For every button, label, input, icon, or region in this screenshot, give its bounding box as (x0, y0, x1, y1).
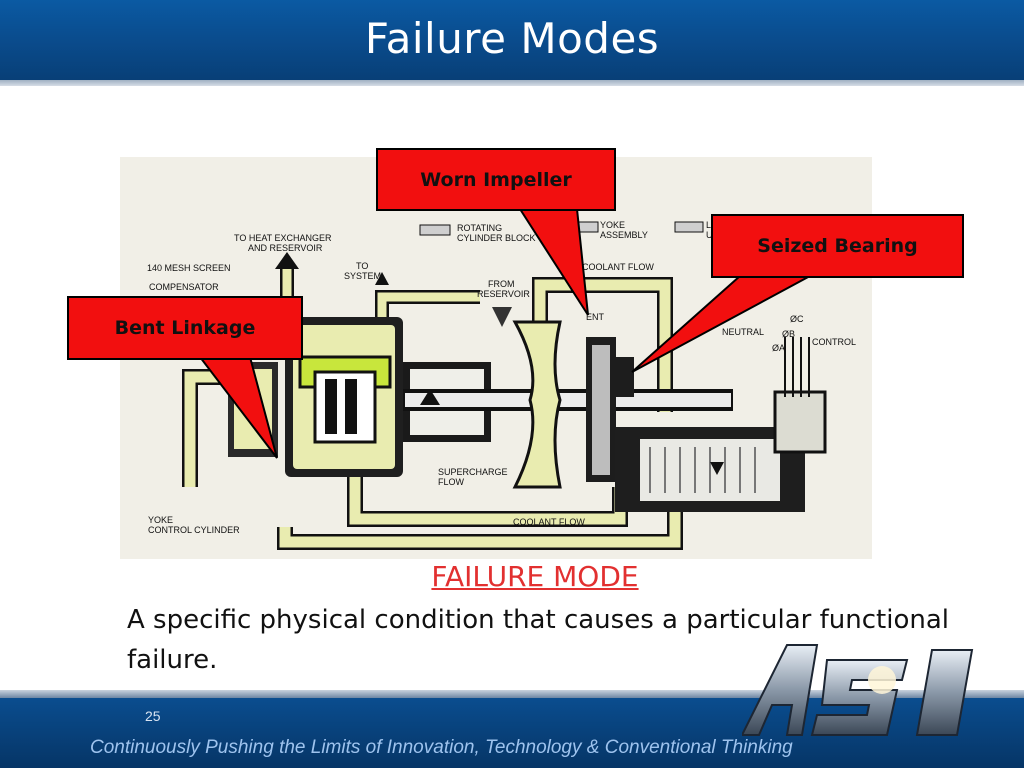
header-bar (0, 0, 1024, 80)
worn-impeller-pointer (518, 208, 589, 316)
slide-title: Failure Modes (364, 14, 660, 63)
return-line-bottom-fill (279, 492, 681, 548)
bent-linkage-callout: Bent Linkage (67, 296, 303, 360)
label-heat-exchanger-1: TO HEAT EXCHANGER (234, 233, 332, 243)
label-heat-exchanger-2: AND RESERVOIR (248, 243, 323, 253)
label-from-reservoir-1: FROM (488, 279, 515, 289)
label-supercharge-2: FLOW (438, 477, 465, 487)
label-phase-c: ØC (790, 314, 804, 324)
label-supercharge-1: SUPERCHARGE (438, 467, 508, 477)
bent-linkage-pointer (197, 356, 278, 459)
return-line-left-fill (184, 371, 220, 487)
label-yoke-1: YOKE (600, 220, 625, 230)
label-mesh-screen: 140 MESH SCREEN (147, 263, 231, 273)
failure-mode-heading: FAILURE MODE (431, 560, 639, 593)
piston-2 (345, 379, 357, 434)
label-from-reservoir-2: RESERVOIR (477, 289, 530, 299)
page-number: 25 (145, 708, 161, 724)
label-legend3-2: UI (706, 230, 715, 240)
seized-bearing-callout: Seized Bearing (711, 214, 964, 278)
label-phase-a: ØA (772, 343, 785, 353)
footer-divider (0, 690, 1024, 698)
label-to-system-1: TO (356, 261, 368, 271)
label-neutral: NEUTRAL (722, 327, 764, 337)
label-yoke-control-1: YOKE (148, 515, 173, 525)
label-rotating-1: ROTATING (457, 223, 502, 233)
label-yoke-2: ASSEMBLY (600, 230, 648, 240)
label-control: CONTROL (812, 337, 856, 347)
legend-swatch-3 (674, 221, 704, 233)
motor-arrow (710, 462, 724, 475)
shaft-arrow (420, 389, 440, 405)
piston-1 (325, 379, 337, 434)
footer-tagline: Continuously Pushing the Limits of Innov… (90, 737, 793, 758)
to-system-line-fill (377, 292, 480, 322)
impeller (512, 320, 562, 489)
label-coolant-flow-bottom: COOLANT FLOW (513, 517, 585, 527)
failure-mode-definition: A specific physical condition that cause… (127, 605, 949, 675)
bearing-disk (592, 345, 610, 475)
seized-bearing-pointer (631, 275, 811, 373)
label-phase-b: ØB (782, 329, 795, 339)
label-rotating-2: CYLINDER BLOCK (457, 233, 536, 243)
seal-block (616, 357, 634, 397)
drive-shaft-fill (405, 393, 731, 407)
asi-logo (742, 644, 974, 736)
label-yoke-control-2: CONTROL CYLINDER (148, 525, 240, 535)
port-arrow-system (375, 272, 389, 285)
header-divider (0, 80, 1024, 86)
control-box (773, 390, 827, 454)
worn-impeller-callout: Worn Impeller (376, 148, 616, 211)
label-vent: ENT (586, 312, 605, 322)
label-compensator: COMPENSATOR (149, 282, 219, 292)
port-arrow-heat-exchanger (275, 252, 299, 269)
port-arrow-reservoir (492, 307, 512, 327)
legend-swatch-rotating (419, 224, 451, 236)
label-coolant-flow-top: COOLANT FLOW (582, 262, 654, 272)
label-to-system-2: SYSTEM (344, 271, 381, 281)
